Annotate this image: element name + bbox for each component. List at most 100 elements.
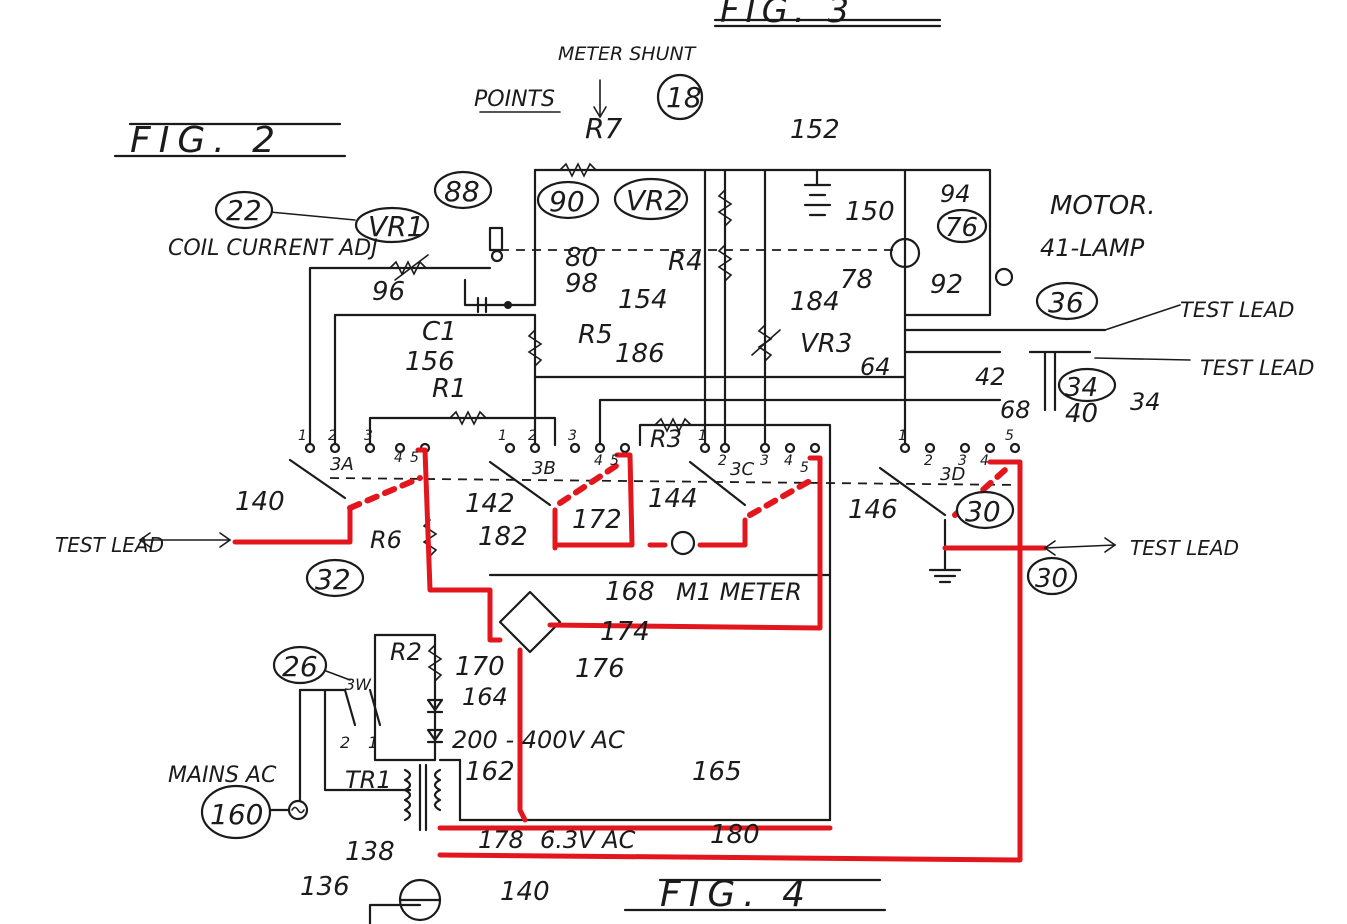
terminal-1-3b: 1 <box>498 428 507 444</box>
ref-182: 182 <box>478 522 528 552</box>
ref-98: 98 <box>565 269 598 299</box>
label-test-lead-top2: TEST LEAD <box>1200 356 1314 380</box>
terminal-numbers: 1 2 3 4 5 1 2 3 4 5 1 2 3 4 5 1 2 3 4 5 … <box>298 428 1014 752</box>
terminal-2-3w: 2 <box>340 733 350 752</box>
label-test-lead-top1: TEST LEAD <box>1180 298 1294 322</box>
label-r1: R1 <box>432 374 467 404</box>
ref-165: 165 <box>692 757 742 787</box>
label-vr2: VR2 <box>626 184 682 217</box>
ref-42: 42 <box>975 363 1006 391</box>
label-meter: M1 METER <box>676 578 802 606</box>
ref-164: 164 <box>462 683 508 711</box>
ref-30-b: 30 <box>1035 564 1068 594</box>
label-meter-shunt: METER SHUNT <box>558 43 697 65</box>
ref-34-label: 34 <box>1130 388 1161 416</box>
ref-138: 138 <box>345 837 395 867</box>
label-test-lead-right: TEST LEAD <box>1130 536 1239 560</box>
ref-68: 68 <box>1000 396 1031 424</box>
label-r6: R6 <box>370 526 402 554</box>
label-sw-3b: 3B <box>532 458 556 479</box>
ref-186: 186 <box>615 339 665 369</box>
ref-160: 160 <box>210 798 263 831</box>
terminal-4-3b: 4 <box>594 453 603 469</box>
label-coil-current-adj: COIL CURRENT ADJ <box>168 236 378 261</box>
ref-94: 94 <box>940 180 971 208</box>
ref-30-a: 30 <box>965 495 1001 528</box>
ref-162: 162 <box>465 757 515 787</box>
terminal-1-3a: 1 <box>298 428 307 444</box>
ref-34: 34 <box>1065 373 1098 403</box>
ref-142: 142 <box>465 489 515 519</box>
ref-96: 96 <box>372 277 405 307</box>
ref-40: 40 <box>1065 399 1098 429</box>
label-c1: C1 <box>422 317 457 347</box>
terminal-5-3d: 5 <box>1005 428 1014 444</box>
label-lamp: 41-LAMP <box>1040 234 1145 262</box>
terminal-5-3b: 5 <box>610 453 619 469</box>
ref-26: 26 <box>282 650 318 683</box>
terminal-1-3d: 1 <box>898 428 907 444</box>
ref-136: 136 <box>300 872 350 902</box>
label-sw-3w: 3W <box>345 675 372 694</box>
terminal-3-3c: 3 <box>760 453 769 469</box>
label-test-lead-left: TEST LEAD <box>55 533 164 557</box>
lower-circuit <box>268 530 832 924</box>
ref-18: 18 <box>666 81 702 114</box>
upper-circuit <box>308 162 1107 822</box>
label-sw-3a: 3A <box>330 454 354 475</box>
ref-140-top: 140 <box>235 487 285 517</box>
ref-174: 174 <box>600 617 650 647</box>
label-motor: MOTOR. <box>1050 191 1156 221</box>
label-tr1: TR1 <box>345 766 392 794</box>
terminal-5-3c: 5 <box>800 460 809 476</box>
label-r2: R2 <box>390 638 422 666</box>
ref-154: 154 <box>618 285 668 315</box>
ref-150: 150 <box>845 197 895 227</box>
fig3-title: FIG. 3 <box>713 0 942 31</box>
ref-92: 92 <box>930 270 963 300</box>
ref-22: 22 <box>226 194 262 227</box>
ref-168: 168 <box>605 577 655 607</box>
terminal-2-3d: 2 <box>924 453 933 469</box>
label-r5: R5 <box>578 320 613 350</box>
terminal-2-3b: 2 <box>528 428 537 444</box>
label-mains-ac: MAINS AC <box>168 763 277 788</box>
switch-decks <box>288 442 1021 584</box>
terminal-3-3d: 3 <box>958 453 967 469</box>
ref-90: 90 <box>549 185 585 218</box>
ref-36: 36 <box>1048 286 1084 319</box>
ref-76: 76 <box>945 213 978 243</box>
fig2-label: FIG. 2 <box>130 120 283 161</box>
ref-64: 64 <box>860 353 891 381</box>
ref-80: 80 <box>565 243 598 273</box>
circled-refs: 18 22 88 90 26 32 34 36 30 30 160 76 40 <box>200 73 1117 840</box>
ref-178: 178 <box>478 826 524 854</box>
terminal-4-3c: 4 <box>784 453 793 469</box>
ref-184: 184 <box>790 287 840 317</box>
terminal-5-3a: 5 <box>410 450 419 466</box>
terminal-1-3c: 1 <box>698 428 707 444</box>
ref-156: 156 <box>405 347 455 377</box>
ref-146: 146 <box>848 495 898 525</box>
terminal-2-3c: 2 <box>718 453 727 469</box>
ref-88: 88 <box>444 175 480 208</box>
ref-144: 144 <box>648 484 698 514</box>
component-labels: VR1 VR2 R7 R4 R5 VR3 R1 R3 R6 R2 C1 TR1 … <box>330 112 965 794</box>
label-sw-3d: 3D <box>940 464 965 485</box>
terminal-4-3a: 4 <box>394 450 403 466</box>
ref-170: 170 <box>455 652 505 682</box>
ref-140-bottom: 140 <box>500 877 550 907</box>
ref-152: 152 <box>790 115 840 145</box>
terminal-2-3a: 2 <box>328 428 337 444</box>
arrows <box>138 79 1191 681</box>
label-low-voltage-ac: 6.3V AC <box>540 826 636 854</box>
terminal-4-3d: 4 <box>980 453 989 469</box>
ref-78: 78 <box>840 265 873 295</box>
terminal-1-3w: 1 <box>368 733 378 752</box>
ref-172: 172 <box>572 505 622 535</box>
fig4-label: FIG. 4 <box>660 874 813 915</box>
terminal-3-3b: 3 <box>568 428 577 444</box>
label-vr3: VR3 <box>800 329 852 359</box>
label-r4: R4 <box>668 247 703 277</box>
